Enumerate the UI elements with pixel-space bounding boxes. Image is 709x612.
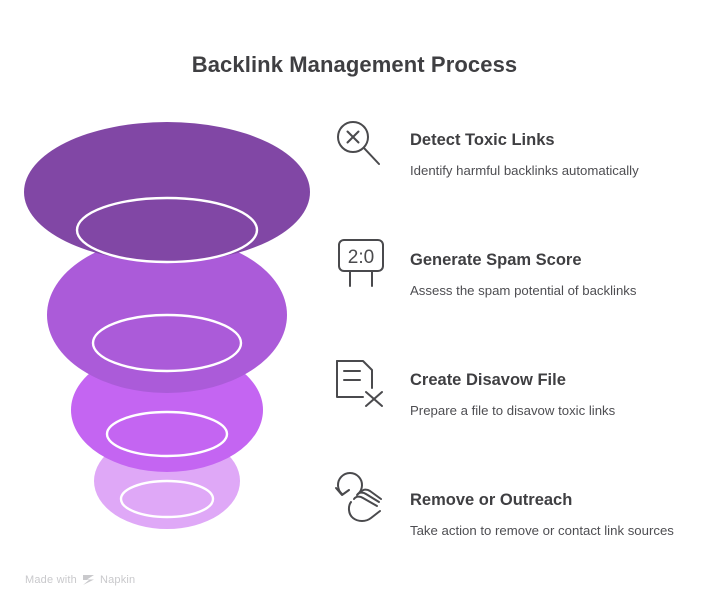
step-description: Take action to remove or contact link so…: [410, 523, 674, 538]
scoreboard-score: 2:0: [348, 247, 374, 268]
step-description: Identify harmful backlinks automatically: [410, 163, 639, 178]
hand-swipe-icon: [332, 472, 390, 532]
step-item-create-disavow-file[interactable]: Create Disavow File Prepare a file to di…: [330, 352, 709, 472]
watermark-prefix: Made with: [25, 574, 77, 586]
scoreboard-icon: 2:0: [332, 236, 390, 292]
steps-list: Detect Toxic Links Identify harmful back…: [330, 112, 709, 538]
watermark-brand: Napkin: [99, 574, 136, 586]
step-title: Remove or Outreach: [410, 491, 573, 509]
page-title: Backlink Management Process: [191, 52, 518, 77]
step-description: Prepare a file to disavow toxic links: [410, 403, 616, 418]
step-title: Create Disavow File: [410, 371, 566, 389]
document-x-icon: [332, 356, 390, 412]
napkin-logo-icon: [82, 575, 94, 585]
magnifier-x-icon: [332, 116, 390, 172]
step-item-detect-toxic-links[interactable]: Detect Toxic Links Identify harmful back…: [330, 112, 709, 232]
funnel-segment-1: [24, 122, 310, 264]
step-item-generate-spam-score[interactable]: 2:0 Generate Spam Score Assess the spam …: [330, 232, 709, 352]
step-title: Generate Spam Score: [410, 251, 582, 269]
step-title: Detect Toxic Links: [410, 131, 555, 149]
backlink-funnel-graphic: [0, 100, 340, 540]
napkin-watermark: Made with Napkin: [25, 574, 135, 586]
funnel-segment-2: [47, 237, 287, 393]
step-description: Assess the spam potential of backlinks: [410, 283, 637, 298]
